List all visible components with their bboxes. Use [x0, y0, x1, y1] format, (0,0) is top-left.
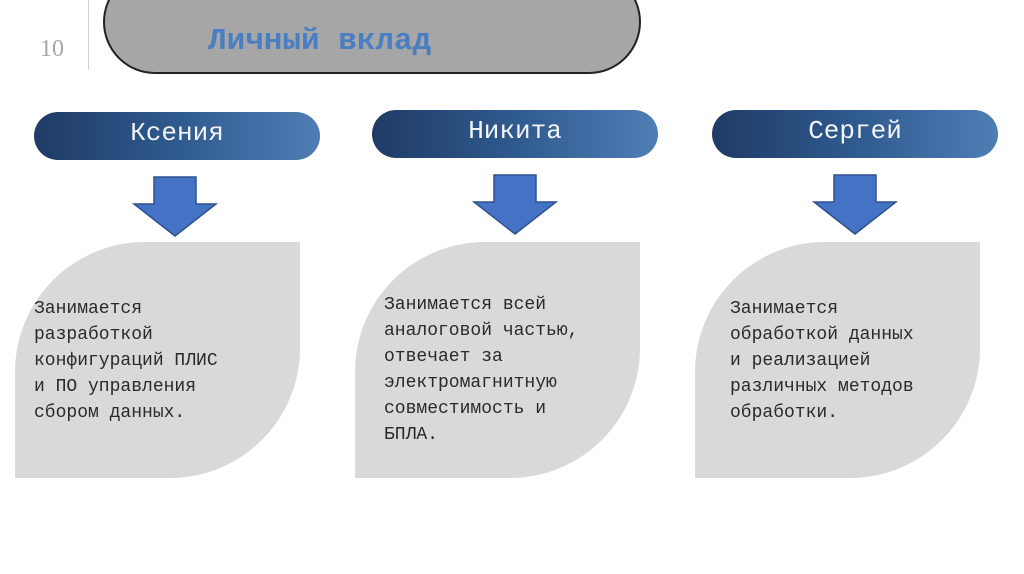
title-banner	[103, 0, 641, 74]
description-card-nikita	[355, 242, 640, 478]
down-arrow-icon	[472, 174, 558, 235]
description-card-sergey	[695, 242, 980, 478]
description-text-kseniya: Занимается разработкой конфигураций ПЛИС…	[34, 299, 218, 423]
down-arrow-icon	[132, 176, 218, 237]
name-pill-kseniya: Ксения	[34, 112, 320, 160]
description-text-sergey: Занимается обработкой данных и реализаци…	[730, 299, 914, 423]
description-card-kseniya	[15, 242, 300, 478]
name-pill-sergey: Сергей	[712, 110, 998, 158]
slide-number: 10	[40, 36, 64, 62]
description-text-nikita: Занимается всей аналоговой частью, отвеч…	[384, 295, 579, 445]
down-arrow-icon	[812, 174, 898, 235]
name-pill-nikita: Никита	[372, 110, 658, 158]
divider-line	[88, 0, 89, 70]
slide-title: Личный вклад	[208, 24, 432, 59]
